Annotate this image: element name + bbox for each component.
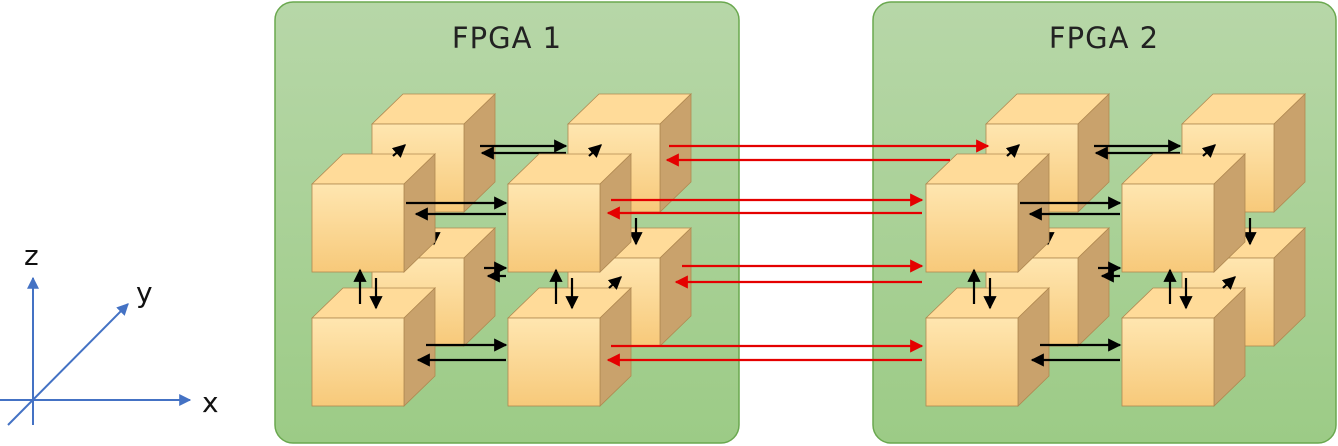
fpga-2-cube-front-top-right bbox=[1121, 153, 1246, 273]
fpga-1-cube-front-top-right bbox=[507, 153, 632, 273]
fpga-2-cube-front-bottom-left bbox=[925, 287, 1050, 407]
cube-front-face bbox=[507, 317, 601, 407]
axes-indicator: z y x bbox=[0, 239, 219, 426]
fpga-1-cube-front-bottom-left bbox=[311, 287, 436, 407]
cube-front-face bbox=[311, 183, 405, 273]
cube-front-face bbox=[1121, 317, 1215, 407]
y-axis bbox=[7, 303, 129, 426]
cube-front-face bbox=[1121, 183, 1215, 273]
y-axis-label: y bbox=[136, 276, 153, 309]
fpga-2-link-y-top-right bbox=[1201, 144, 1216, 158]
fpga-2-link-y-bottom-right bbox=[1221, 276, 1236, 290]
fpga-2-link-y-top-left bbox=[1005, 144, 1020, 158]
fpga-1-link-y-bottom-right bbox=[607, 276, 622, 290]
front-link-layer bbox=[353, 139, 1236, 367]
cube-front-face bbox=[925, 183, 1019, 273]
x-axis-label: x bbox=[202, 386, 219, 419]
z-axis-label: z bbox=[24, 239, 39, 272]
front-cube-layer bbox=[311, 153, 1246, 407]
fpga-1-link-y-top-right bbox=[587, 144, 602, 158]
cube-front-face bbox=[507, 183, 601, 273]
fpga-2-cube-front-top-left bbox=[925, 153, 1050, 273]
fpga-1-link-y-top-left bbox=[391, 144, 406, 158]
cube-front-face bbox=[925, 317, 1019, 407]
fpga-1-title: FPGA 1 bbox=[452, 21, 562, 55]
fpga-2-title: FPGA 2 bbox=[1049, 21, 1159, 55]
cube-front-face bbox=[311, 317, 405, 407]
fpga-2-cube-front-bottom-right bbox=[1121, 287, 1246, 407]
